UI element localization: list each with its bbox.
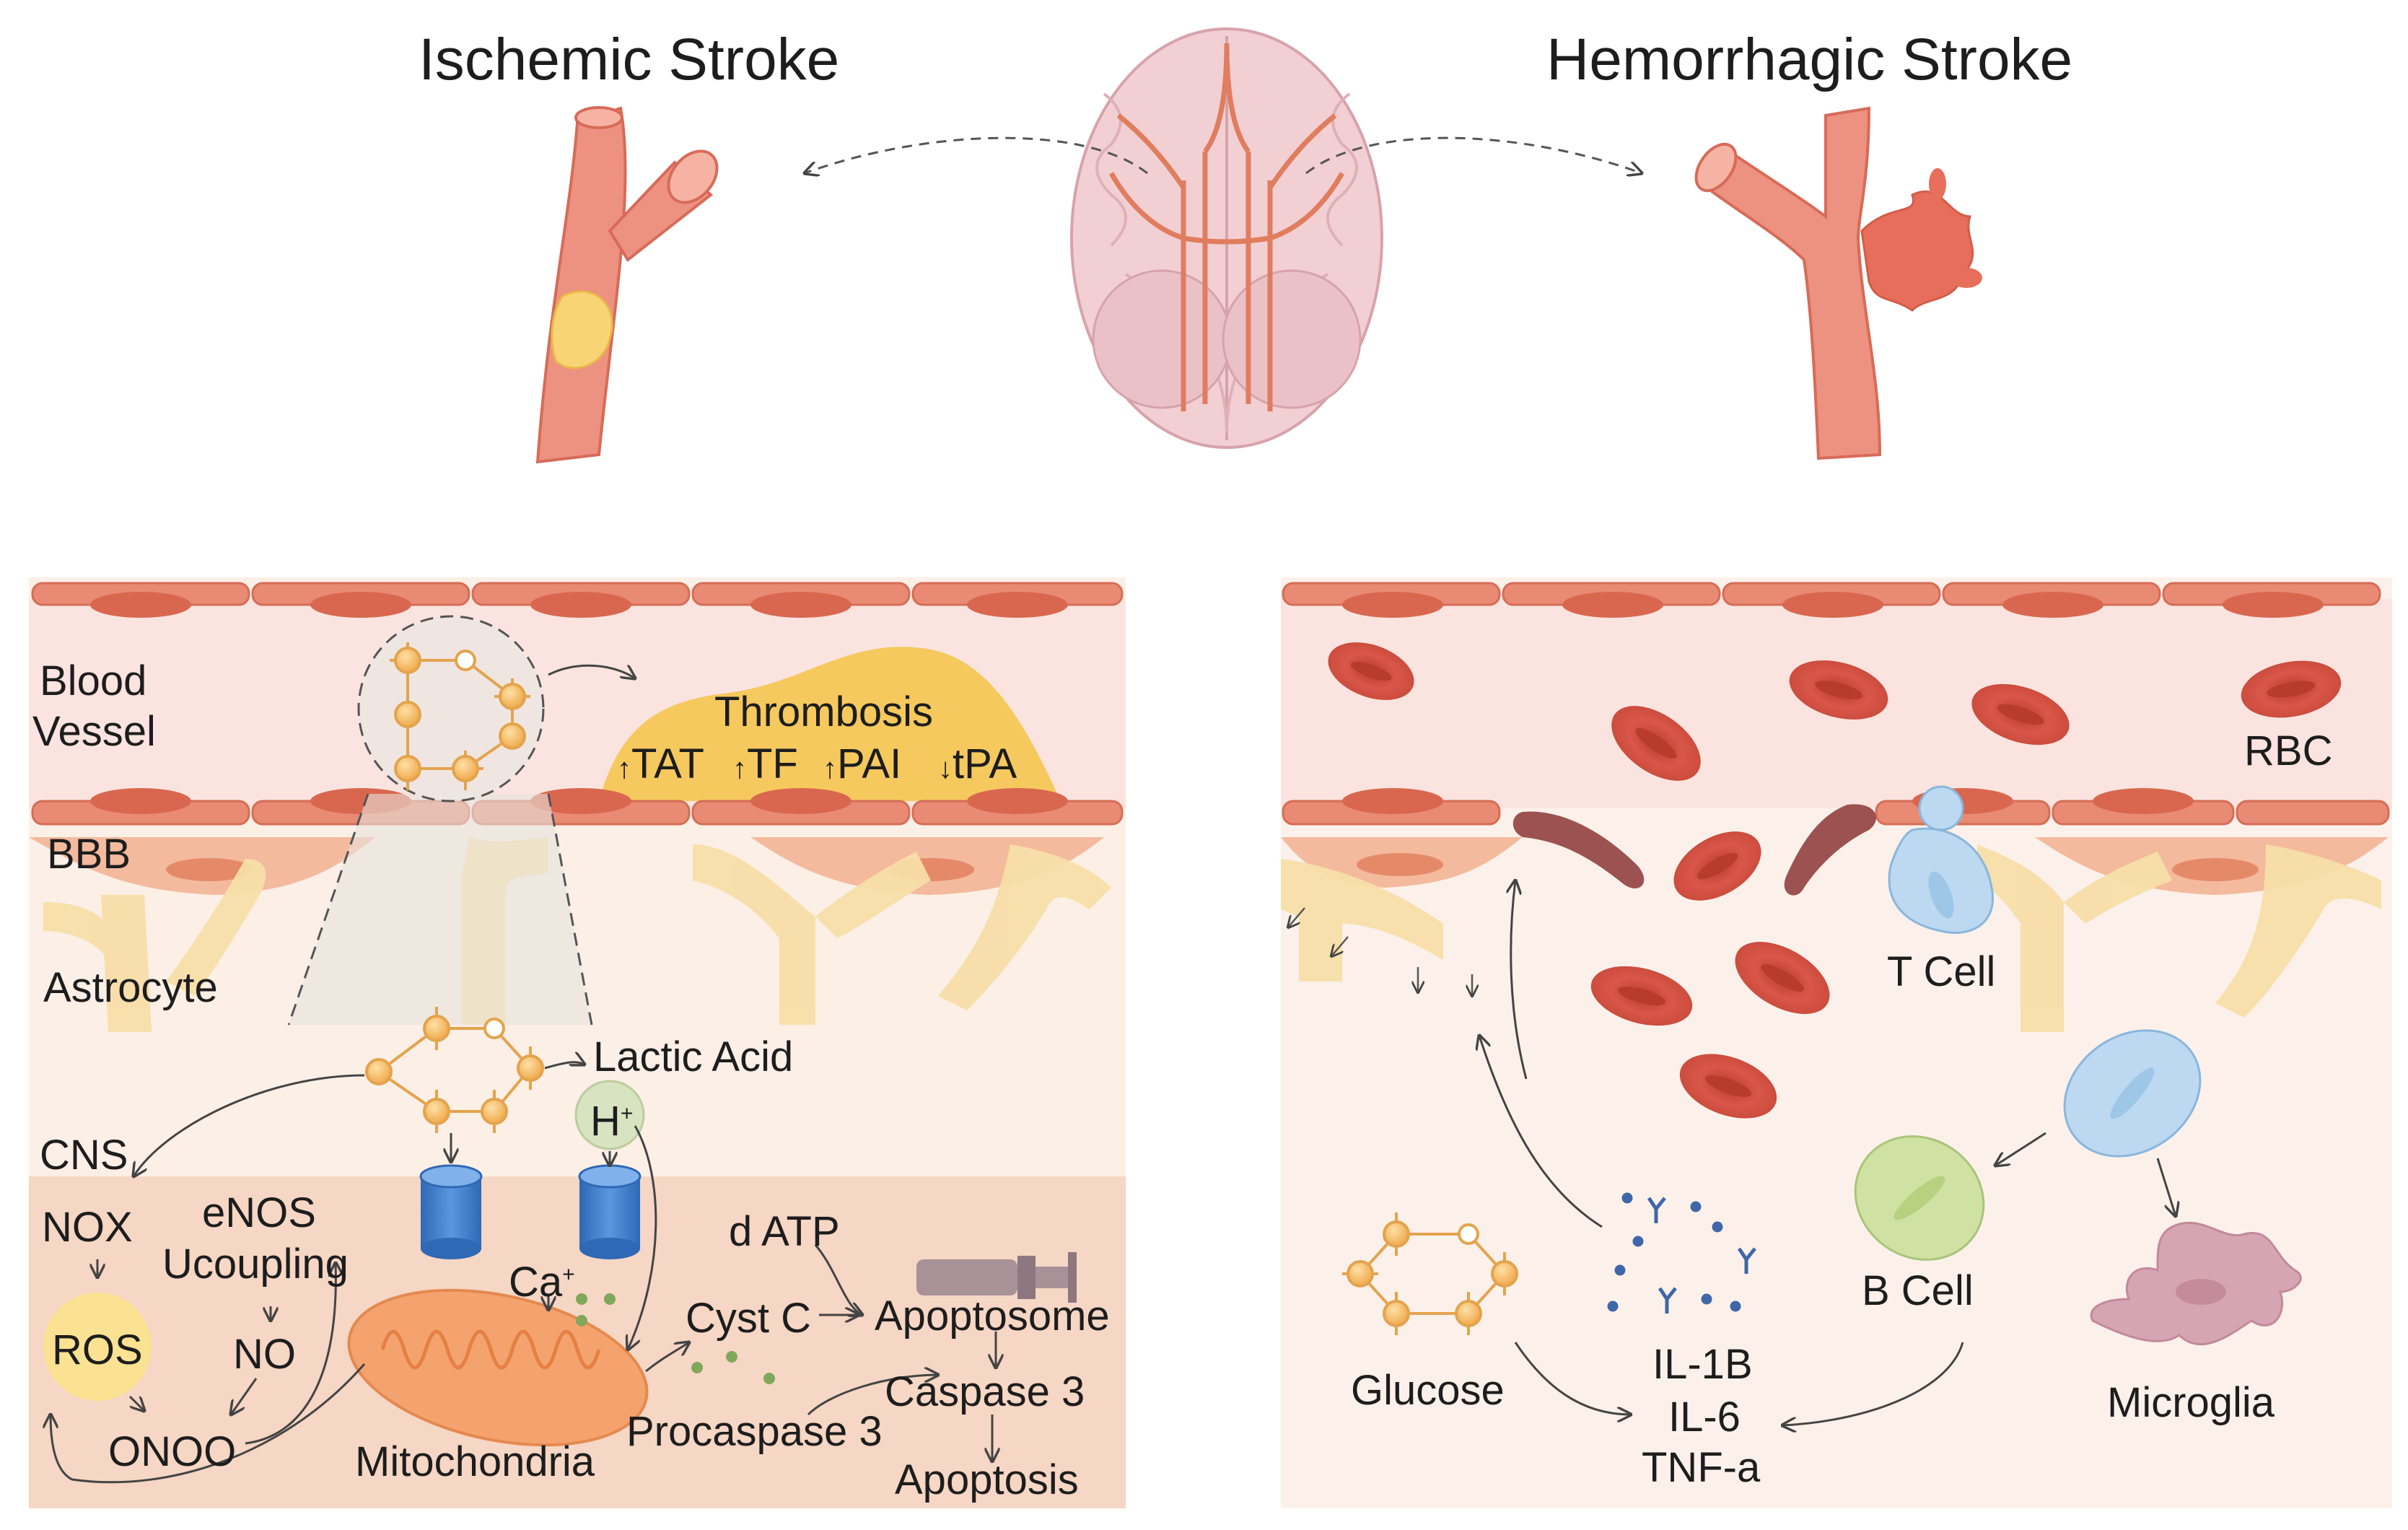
astrocyte-label: Astrocyte [43,964,218,1011]
marker-tf-label: TF [747,740,798,787]
ca-charge: + [562,1262,575,1287]
hemorrhagic-stroke-title: Hemorrhagic Stroke [1546,27,2073,92]
marker-tf: ↑TF [732,743,798,785]
marker-tpa-arrow: ↓ [938,753,953,784]
marker-tat-label: TAT [631,740,704,787]
h-ion-charge: + [620,1101,634,1126]
hemorrhagic-vessel-illustration [1694,106,1982,460]
thrombosis-label: Thrombosis [714,688,933,735]
cytokine-il6: IL-6 [1668,1394,1741,1441]
rbc-label: RBC [2244,727,2333,774]
marker-pai-arrow: ↑ [823,753,837,784]
t-cell-illustration [1888,785,1994,934]
ischemic-vessel-illustration [535,106,719,464]
marker-tat: ↑TAT [617,743,704,785]
mitochondria-label: Mitochondria [355,1438,595,1485]
rbc-cells [1328,642,2342,1119]
caspase3-label: Caspase 3 [885,1368,1085,1415]
nox-label: NOX [42,1204,133,1251]
apoptosome-label: Apoptosome [875,1293,1110,1339]
marker-tat-arrow: ↑ [617,753,631,784]
h-ion-circle [574,1080,645,1150]
cytokine-tnfa: TNF-a [1642,1444,1761,1491]
blood-vessel-label-line2: Vessel [32,708,156,755]
marker-pai: ↑PAI [823,743,901,785]
arrow-to-hemorrhagic [1305,136,1642,173]
b-cell-illustration [1854,1135,1985,1261]
onoo-label: ONOO [108,1428,237,1475]
enos-label: eNOS [202,1189,316,1236]
no-label: NO [233,1331,296,1378]
ca-symbol: Ca [509,1259,563,1306]
cytokine-particles [1607,1192,1756,1313]
apoptosome-illustration [916,1252,1077,1303]
marker-tpa-label: tPA [953,740,1017,787]
cytokine-il1b: IL-1B [1652,1341,1753,1388]
marker-tpa: ↓tPA [938,743,1017,785]
microglia-label: Microglia [2107,1379,2275,1426]
blood-vessel-label-line1: Blood [40,657,147,704]
arrow-to-ischemic [805,136,1148,173]
ischemic-stroke-title: Ischemic Stroke [419,27,840,92]
mitochondria-illustration [347,1288,649,1447]
lactic-acid-label: Lactic Acid [593,1033,794,1080]
h-ion-label: H+ [590,1101,633,1142]
glucose-ring-hemorrhagic [1342,1212,1518,1335]
h-ion-symbol: H [590,1098,621,1145]
procaspase3-label: Procaspase 3 [626,1408,883,1455]
d-atp-label: d ATP [729,1208,840,1255]
ischemic-panel [29,577,1126,1508]
bbb-label: BBB [47,831,131,878]
apoptosis-label: Apoptosis [895,1456,1079,1503]
brain-illustration [1070,27,1383,449]
marker-pai-label: PAI [837,740,902,787]
glucose-channel [419,1164,483,1259]
cns-label: CNS [40,1132,128,1179]
ucoupling-label: Ucoupling [162,1241,349,1288]
glucose-ring-zoom [390,642,530,790]
proton-channel [578,1164,642,1259]
b-cell-label: B Cell [1862,1267,1974,1314]
glucose-label: Glucose [1351,1367,1505,1414]
cyst-c-label: Cyst C [686,1295,811,1342]
t-cell-label: T Cell [1887,948,1996,995]
hemorrhagic-panel [1281,577,2392,1508]
thrombus [599,647,1061,801]
glucose-ring-cns [365,1007,544,1133]
ros-label: ROS [52,1326,143,1373]
marker-tf-arrow: ↑ [732,753,747,784]
immune-cell-illustration [2063,1029,2202,1158]
ros-circle [43,1293,152,1401]
ca-label: Ca+ [509,1262,575,1303]
